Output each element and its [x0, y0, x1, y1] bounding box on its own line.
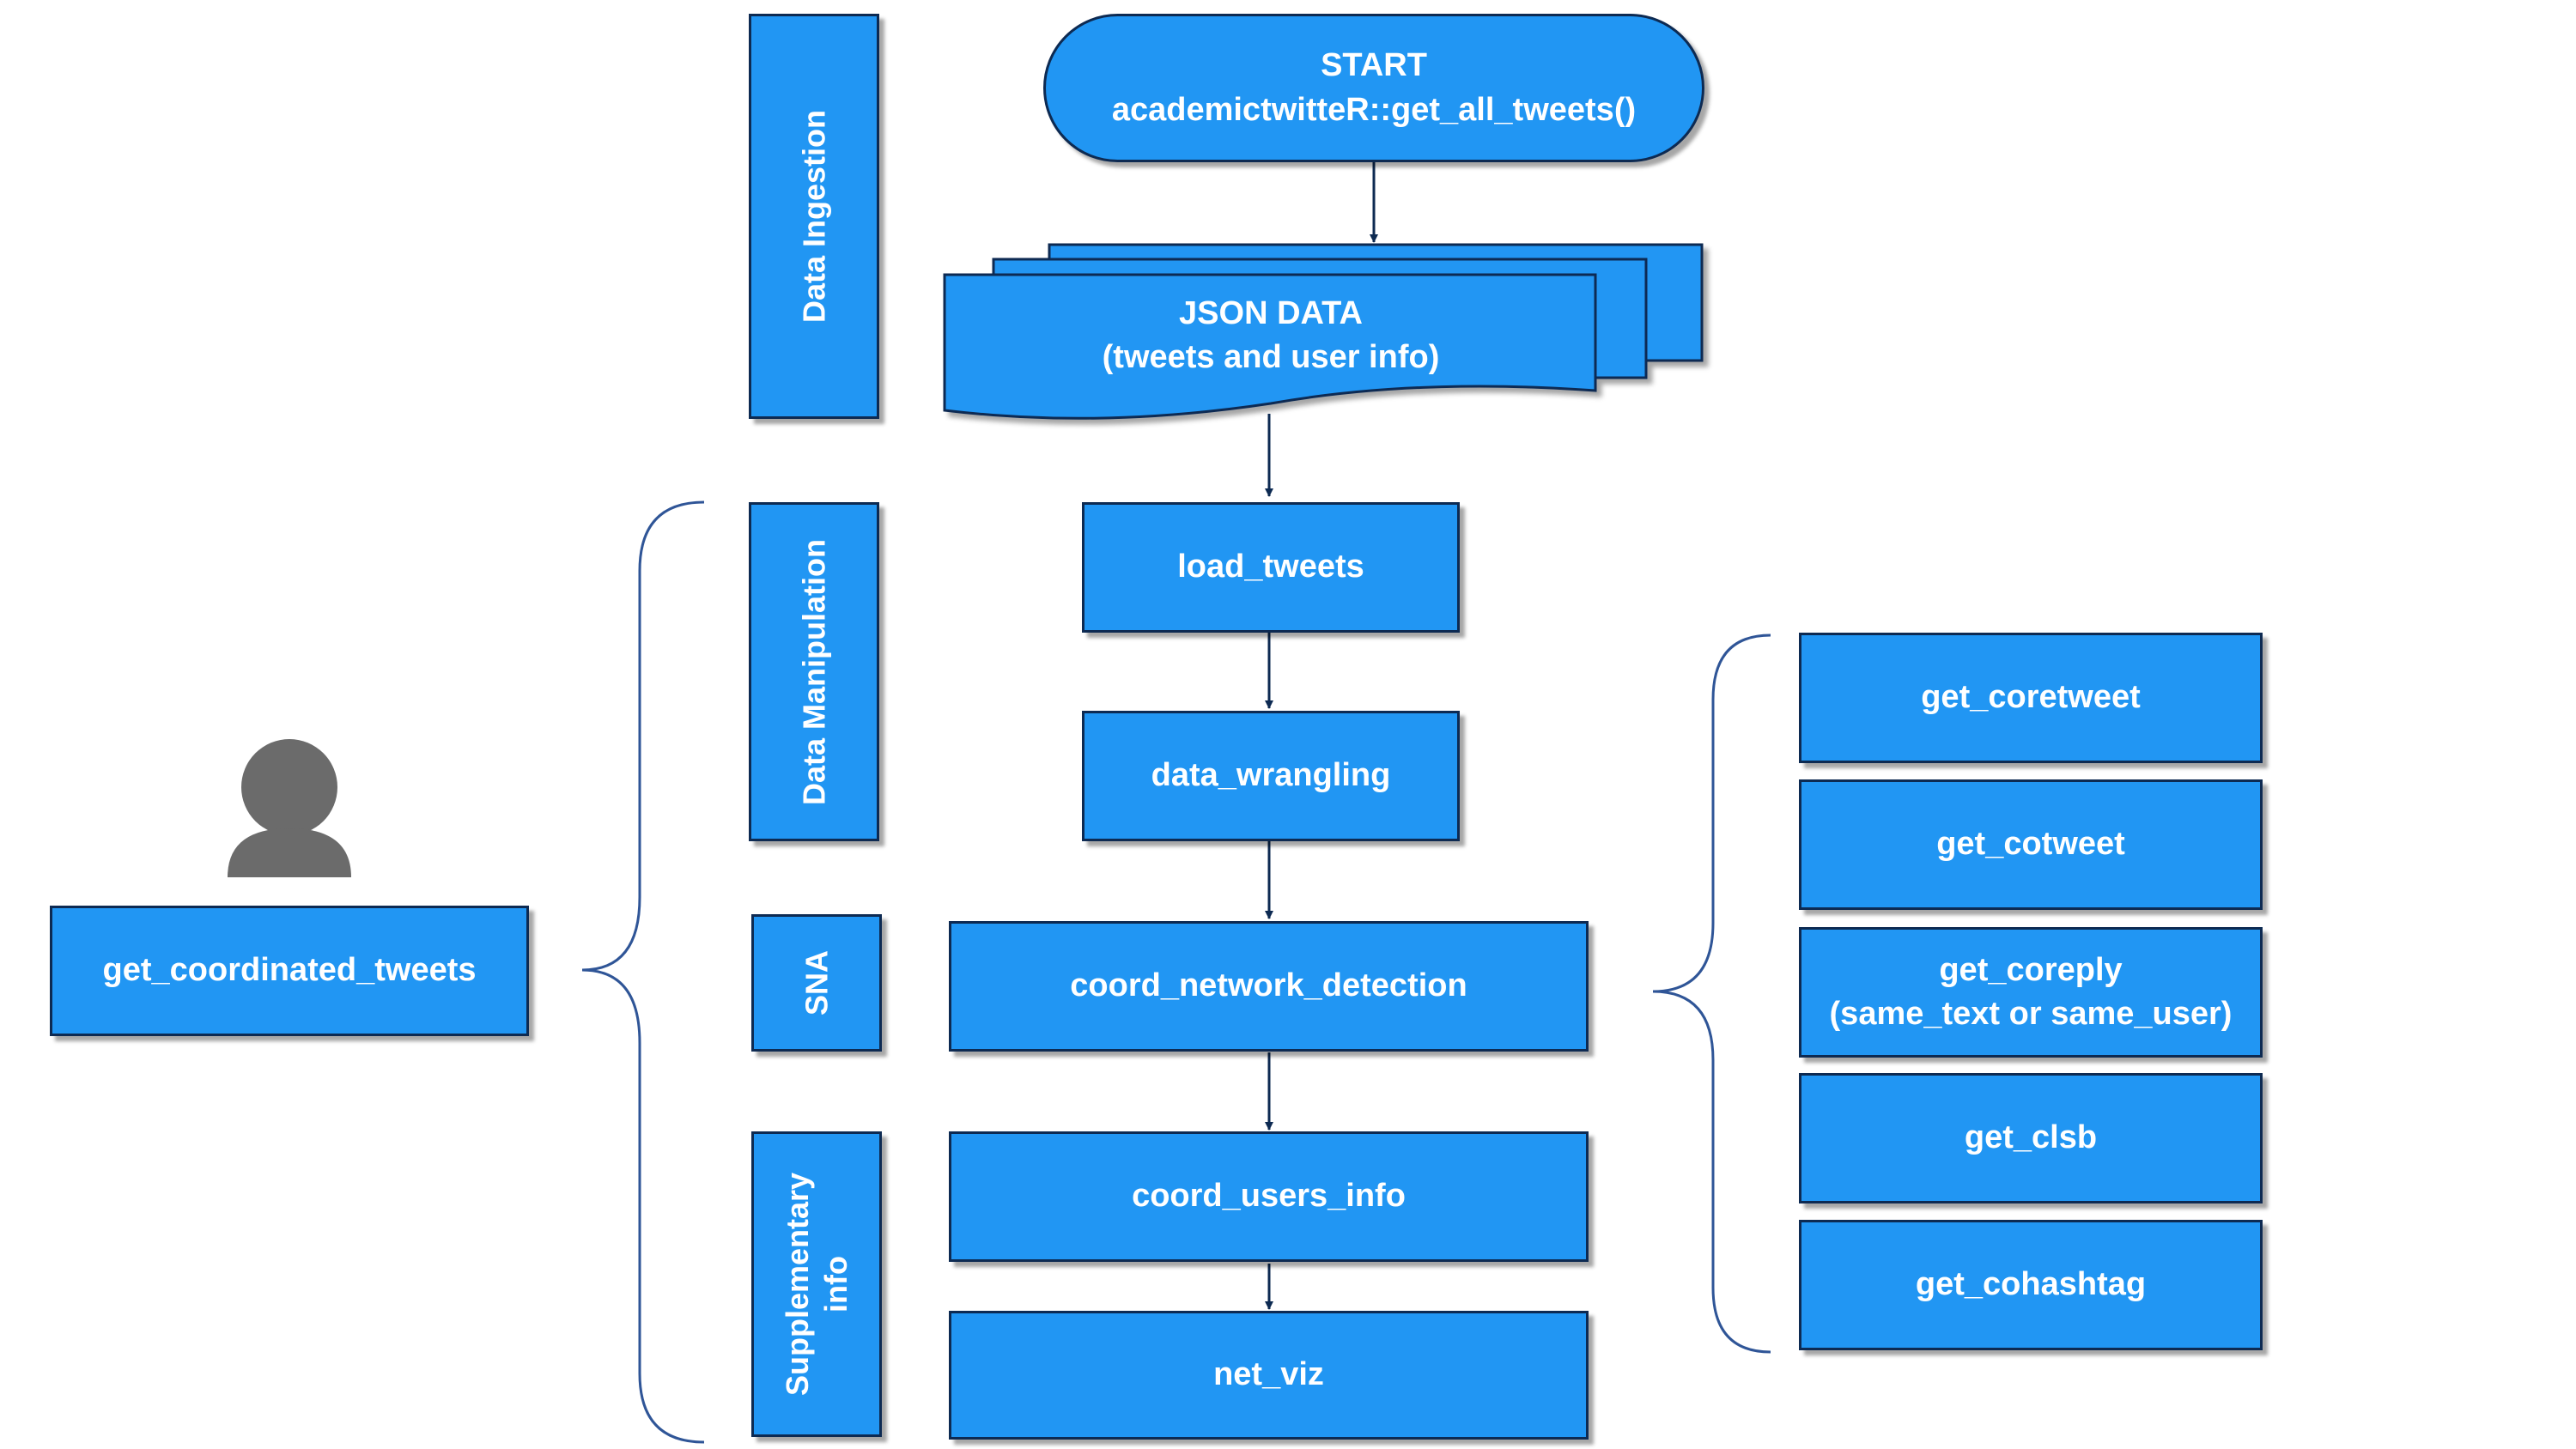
- stage-data-manipulation: Data Manipulation: [749, 502, 879, 841]
- coord-users-info-box: coord_users_info: [949, 1131, 1589, 1262]
- get-coordinated-tweets-label: get_coordinated_tweets: [102, 952, 477, 989]
- json-data-label: JSON DATA (tweets and user info): [945, 292, 1597, 380]
- left-curly-brace: [581, 500, 705, 1444]
- get-coretweet-label: get_coretweet: [1921, 679, 2141, 716]
- get-cohashtag-box: get_cohashtag: [1799, 1220, 2263, 1350]
- json-data-document-stack: [943, 243, 1704, 420]
- get-clsb-box: get_clsb: [1799, 1073, 2263, 1203]
- user-icon: [228, 739, 351, 877]
- json-data-subtitle: (tweets and user info): [1102, 339, 1440, 376]
- load-tweets-label: load_tweets: [1177, 549, 1364, 585]
- get-coretweet-box: get_coretweet: [1799, 633, 2263, 763]
- get-coordinated-tweets-box: get_coordinated_tweets: [50, 906, 529, 1036]
- coord-users-info-label: coord_users_info: [1132, 1178, 1406, 1215]
- get-coreply-sublabel: (same_text or same_user): [1829, 996, 2233, 1032]
- net-viz-label: net_viz: [1213, 1356, 1324, 1393]
- stage-data-ingestion-label: Data Ingestion: [796, 109, 832, 324]
- coord-network-detection-box: coord_network_detection: [949, 921, 1589, 1052]
- stage-sna-label: SNA: [799, 949, 835, 1016]
- get-cohashtag-label: get_cohashtag: [1915, 1266, 2147, 1303]
- right-curly-brace: [1652, 634, 1771, 1354]
- stage-supplementary-label-line1: Supplementary: [780, 1172, 815, 1397]
- stage-sna: SNA: [751, 914, 882, 1052]
- load-tweets-box: load_tweets: [1082, 502, 1460, 633]
- stage-data-ingestion: Data Ingestion: [749, 14, 879, 419]
- net-viz-box: net_viz: [949, 1311, 1589, 1440]
- stage-data-manipulation-label: Data Manipulation: [796, 538, 832, 805]
- get-coreply-box: get_coreply (same_text or same_user): [1799, 927, 2263, 1058]
- data-wrangling-label: data_wrangling: [1151, 757, 1391, 794]
- data-wrangling-box: data_wrangling: [1082, 711, 1460, 841]
- get-clsb-label: get_clsb: [1964, 1119, 2098, 1156]
- start-function-label: academictwitteR::get_all_tweets(): [1111, 91, 1637, 128]
- stage-supplementary-label-line2: info: [818, 1256, 854, 1313]
- get-cotweet-label: get_cotweet: [1936, 826, 2125, 863]
- start-terminator: START academictwitteR::get_all_tweets(): [1043, 14, 1704, 162]
- json-data-title: JSON DATA: [1179, 295, 1363, 331]
- coord-network-detection-label: coord_network_detection: [1070, 967, 1467, 1004]
- start-label: START: [1321, 47, 1427, 84]
- stage-supplementary-info: Supplementary info: [751, 1131, 882, 1437]
- get-cotweet-box: get_cotweet: [1799, 779, 2263, 910]
- flow-arrows: [1265, 162, 1378, 1310]
- get-coreply-label: get_coreply: [1939, 951, 2123, 988]
